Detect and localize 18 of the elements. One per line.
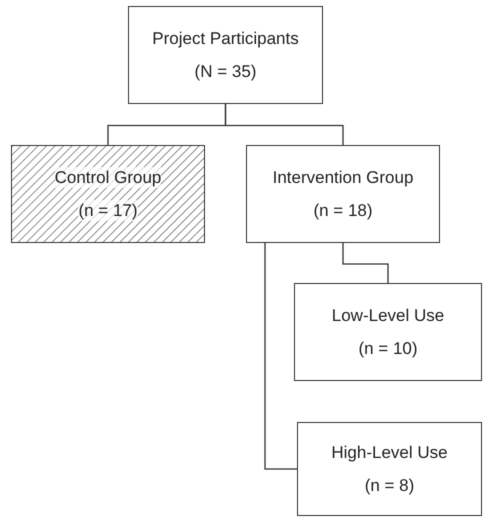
group-box — [128, 6, 323, 104]
connector-line — [342, 243, 389, 283]
connector-line — [264, 243, 297, 470]
participant-count: (n = 18) — [313, 200, 373, 222]
group-box — [246, 145, 440, 243]
group-name: Project Participants — [152, 28, 299, 49]
connector-line — [224, 104, 344, 145]
group-name: Control Group — [54, 166, 162, 188]
hatched-group-box — [11, 145, 205, 243]
participant-count: (N = 35) — [194, 61, 256, 82]
participant-count: (n = 17) — [78, 200, 138, 222]
group-name: Low-Level Use — [332, 304, 444, 326]
group-box — [297, 422, 482, 516]
group-name: High-Level Use — [331, 442, 448, 463]
participant-count: (n = 8) — [364, 475, 414, 496]
participant-count: (n = 10) — [358, 338, 418, 360]
group-box — [294, 283, 482, 381]
group-name: Intervention Group — [272, 166, 414, 188]
